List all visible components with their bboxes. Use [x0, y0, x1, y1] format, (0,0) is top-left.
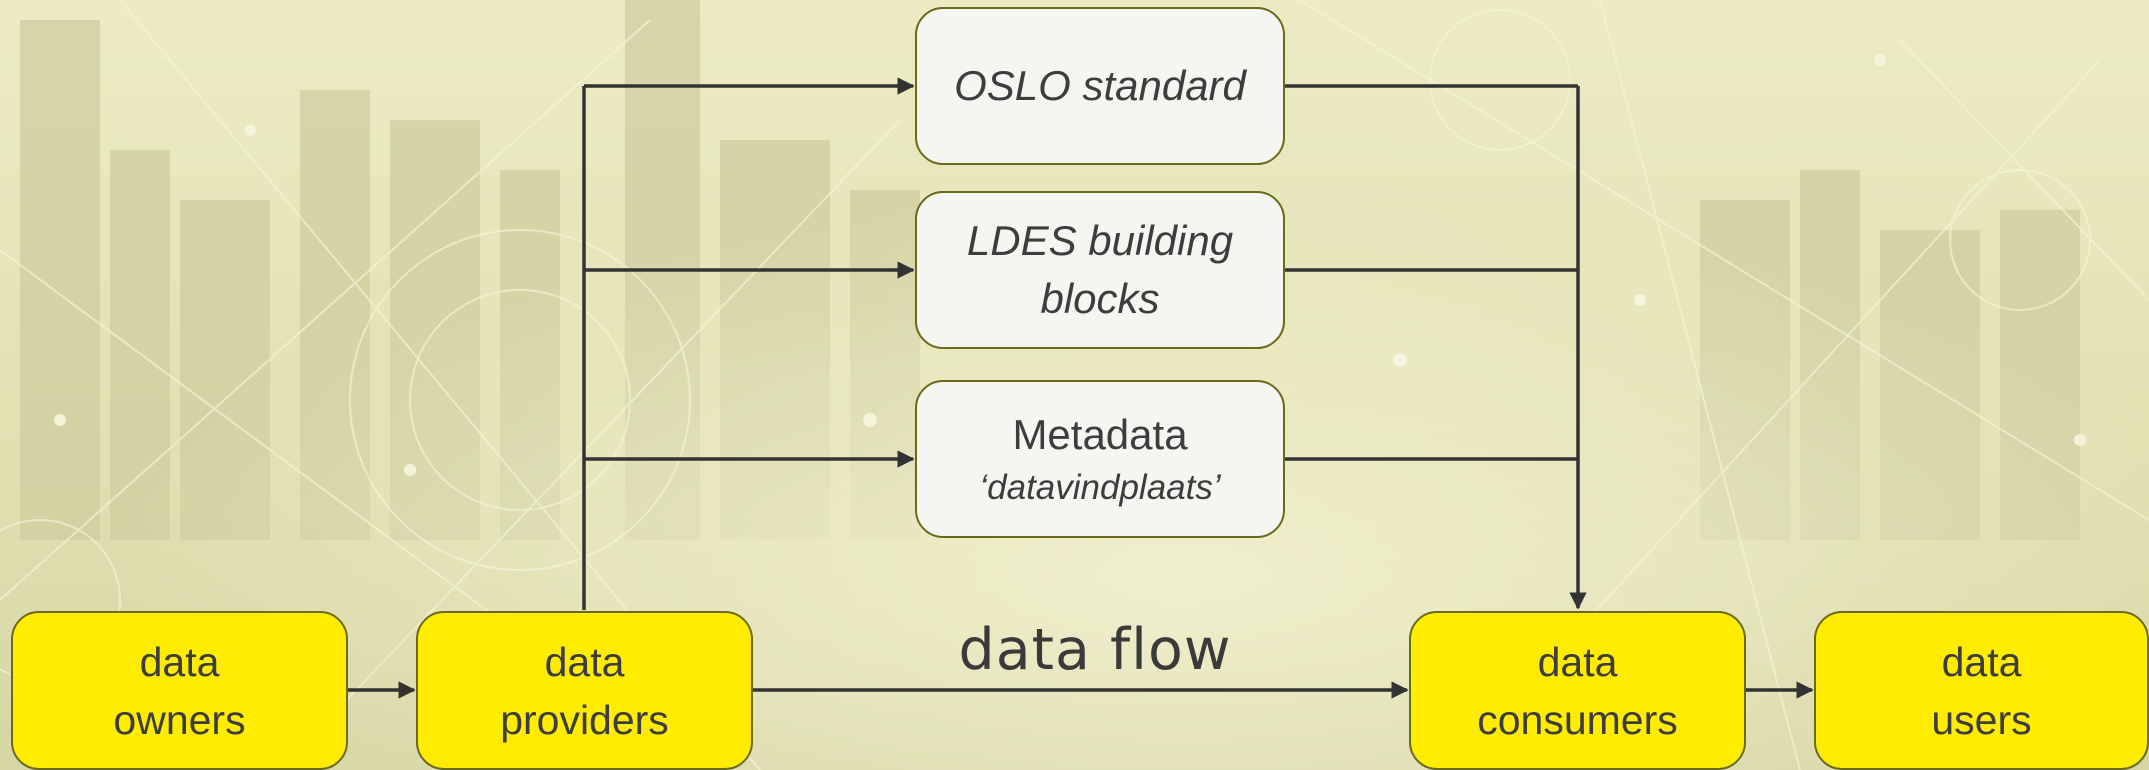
data-consumers-box: data consumers [1409, 611, 1746, 770]
metadata-title: Metadata [1012, 411, 1188, 458]
metadata-subtitle: ‘datavindplaats’ [979, 468, 1221, 507]
ldes-label-line2: blocks [1040, 275, 1160, 322]
owners-label-line1: data [139, 638, 220, 685]
providers-label-line1: data [544, 638, 625, 685]
ldes-label-line1: LDES building [966, 217, 1234, 264]
users-label-line1: data [1941, 638, 2022, 685]
owners-label-line2: owners [113, 696, 246, 743]
users-label-line2: users [1931, 696, 2032, 743]
ldes-building-blocks-box: LDES building blocks [915, 191, 1285, 349]
providers-label-line2: providers [500, 696, 669, 743]
data-flow-label: data flow [958, 617, 1232, 683]
data-providers-box: data providers [416, 611, 753, 770]
data-users-box: data users [1814, 611, 2149, 770]
consumers-label-line2: consumers [1477, 696, 1678, 743]
consumers-label-line1: data [1537, 638, 1618, 685]
oslo-standard-box: OSLO standard [915, 7, 1285, 165]
data-owners-box: data owners [11, 611, 348, 770]
metadata-box: Metadata ‘datavindplaats’ [915, 380, 1285, 538]
oslo-standard-label: OSLO standard [954, 62, 1246, 109]
